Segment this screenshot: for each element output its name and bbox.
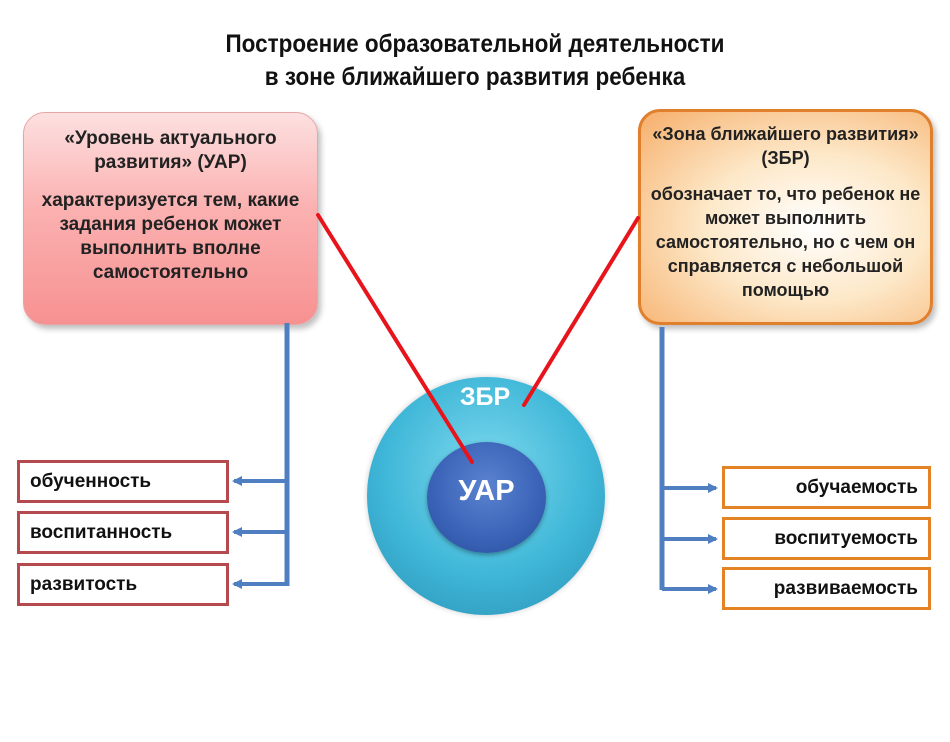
left-item-label: обученность [30, 471, 152, 492]
left-item-label: развитость [30, 574, 138, 595]
title-line-1: Построение образовательной деятельности [225, 30, 725, 58]
left-item-label: воспитанность [30, 522, 173, 543]
title-line-2: в зоне ближайшего развития ребенка [264, 63, 686, 91]
left-item-box: обученность [17, 460, 229, 503]
zbr-red-connector [522, 216, 640, 407]
uar-red-connector [316, 213, 474, 464]
diagram-title: Построение образовательной деятельности … [48, 28, 903, 94]
uar-card-text: характеризуется тем, какие задания ребен… [41, 190, 300, 283]
right-item-label: воспитуемость [774, 528, 918, 549]
uar-circle-label: УАР [458, 475, 515, 507]
right-item-box: воспитуемость [722, 517, 931, 560]
zbr-circle-label: ЗБР [459, 383, 511, 411]
left-item-box: развитость [17, 563, 229, 606]
left-item-box: воспитанность [17, 511, 229, 554]
right-item-box: обучаемость [722, 466, 931, 509]
right-item-label: обучаемость [795, 477, 918, 498]
zbr-card-title: «Зона ближайшего развития» (ЗБР) [652, 124, 919, 168]
right-item-box: развиваемость [722, 567, 931, 610]
zbr-card-text: обозначает то, что ребенок не может выпо… [650, 184, 921, 300]
uar-card: «Уровень актуального развития» (УАР) хар… [23, 112, 318, 325]
uar-inner-circle [427, 442, 546, 553]
right-item-label: развиваемость [773, 578, 918, 599]
uar-card-title: «Уровень актуального развития» (УАР) [64, 128, 277, 173]
